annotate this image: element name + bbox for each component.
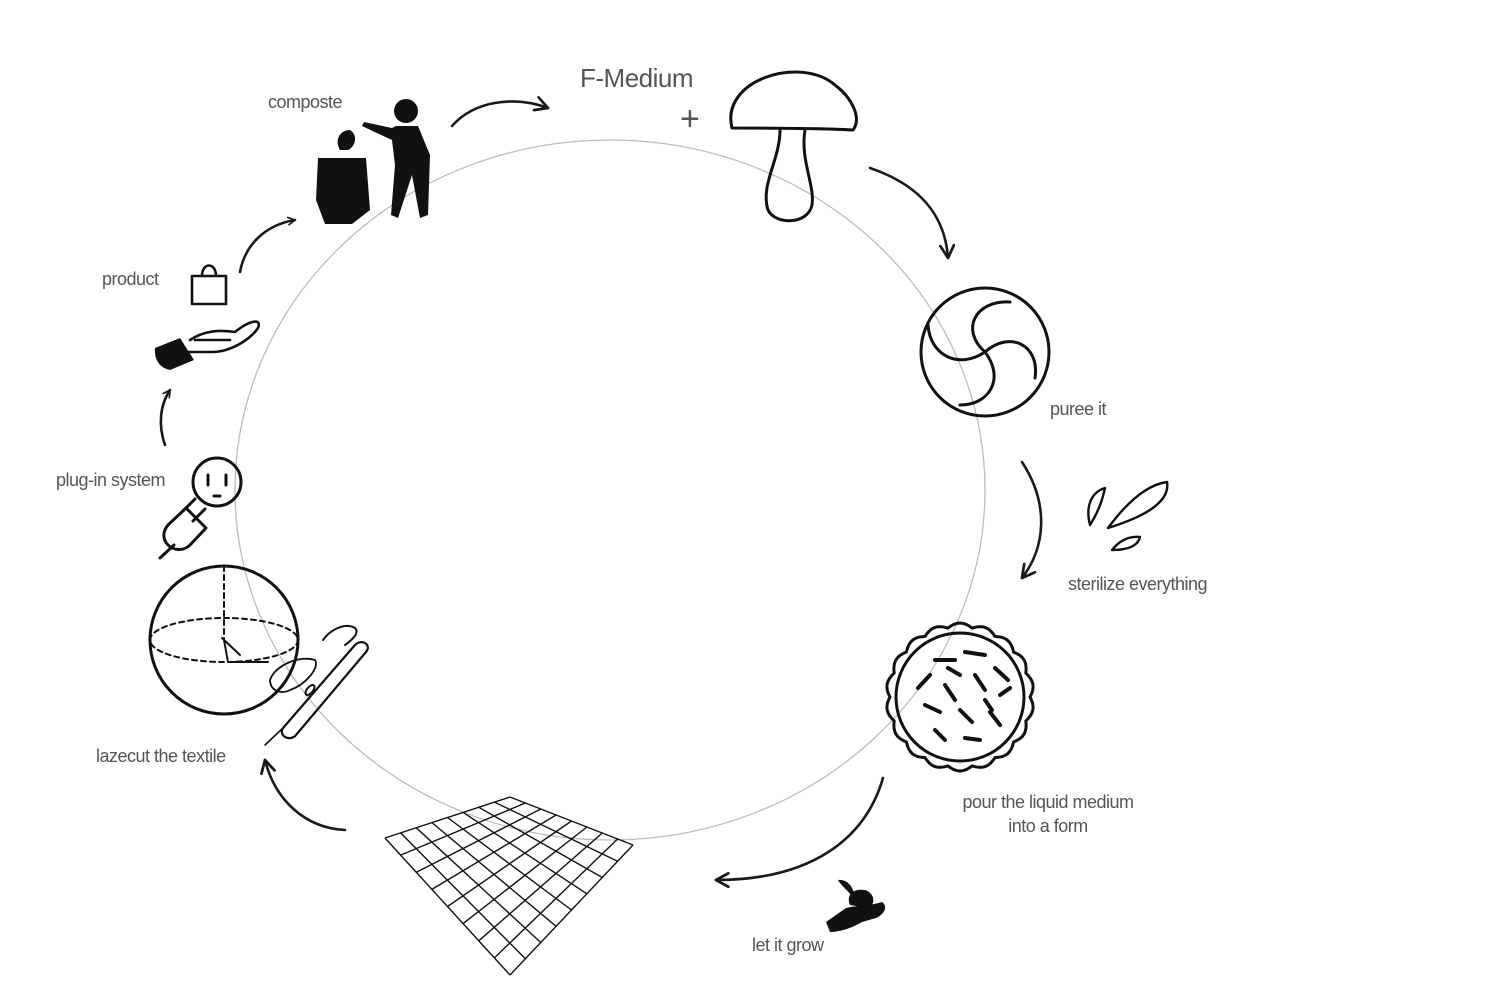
- petri-bar: [998, 686, 1012, 697]
- laser-pen-sphere-icon: [148, 564, 369, 746]
- arrow-mushroom-to-puree: [868, 166, 948, 258]
- petri-bar: [993, 666, 1010, 682]
- petri-bar: [916, 673, 932, 690]
- trash-bin-person-icon: [316, 99, 430, 224]
- mushroom-icon: [729, 70, 858, 223]
- arrow-composte-to-medium: [450, 102, 548, 128]
- step-label-sterilize: sterilize everything: [1068, 574, 1207, 594]
- grid-line: [493, 838, 619, 959]
- step-label-lazecut: lazecut the textile: [96, 746, 226, 766]
- step-label-composte: composte: [268, 92, 343, 112]
- petri-bar: [988, 710, 1002, 727]
- diagram-title: F-Medium: [580, 63, 693, 93]
- grid-line: [509, 844, 634, 976]
- hand-sprout-icon: [826, 879, 886, 932]
- petri-bar: [963, 650, 987, 657]
- petri-bar: [973, 673, 987, 692]
- cycle-ring: [234, 139, 986, 841]
- step-label-pour-line2: into a form: [1008, 816, 1088, 836]
- petri-bar: [963, 736, 982, 742]
- petri-bar: [983, 698, 994, 712]
- arrow-plugin-to-product: [159, 388, 172, 447]
- grid-line: [509, 796, 634, 846]
- step-label-product: product: [102, 269, 159, 289]
- grid-line: [478, 806, 603, 879]
- plus-sign: +: [680, 100, 699, 138]
- step-label-grow: let it grow: [752, 935, 825, 955]
- grid-line: [494, 801, 618, 862]
- blender-swirl-icon: [919, 286, 1051, 418]
- step-label-pour: pour the liquid medium: [962, 792, 1133, 812]
- grid-line: [447, 820, 572, 908]
- droplets-icon: [1087, 480, 1169, 552]
- grid-line: [462, 826, 588, 925]
- arrow-product-to-composte: [238, 220, 297, 274]
- grid-line: [478, 832, 603, 942]
- petri-bar: [958, 708, 974, 724]
- grid-line: [462, 811, 588, 895]
- plug-socket-icon: [158, 456, 243, 560]
- grid-textile-icon: [384, 796, 634, 976]
- hand-bag-icon: [154, 264, 261, 370]
- step-label-plugin: plug-in system: [56, 470, 165, 490]
- petri-dish-icon: [885, 621, 1035, 773]
- arrow-textile-to-lazecut: [265, 760, 347, 832]
- petri-bar: [933, 728, 947, 742]
- petri-bar: [943, 683, 957, 702]
- arrow-pour-to-grow: [716, 776, 885, 880]
- petri-bar: [946, 666, 962, 677]
- step-label-puree: puree it: [1050, 399, 1107, 419]
- arrow-puree-to-pour: [1022, 460, 1043, 578]
- petri-bar: [923, 703, 942, 714]
